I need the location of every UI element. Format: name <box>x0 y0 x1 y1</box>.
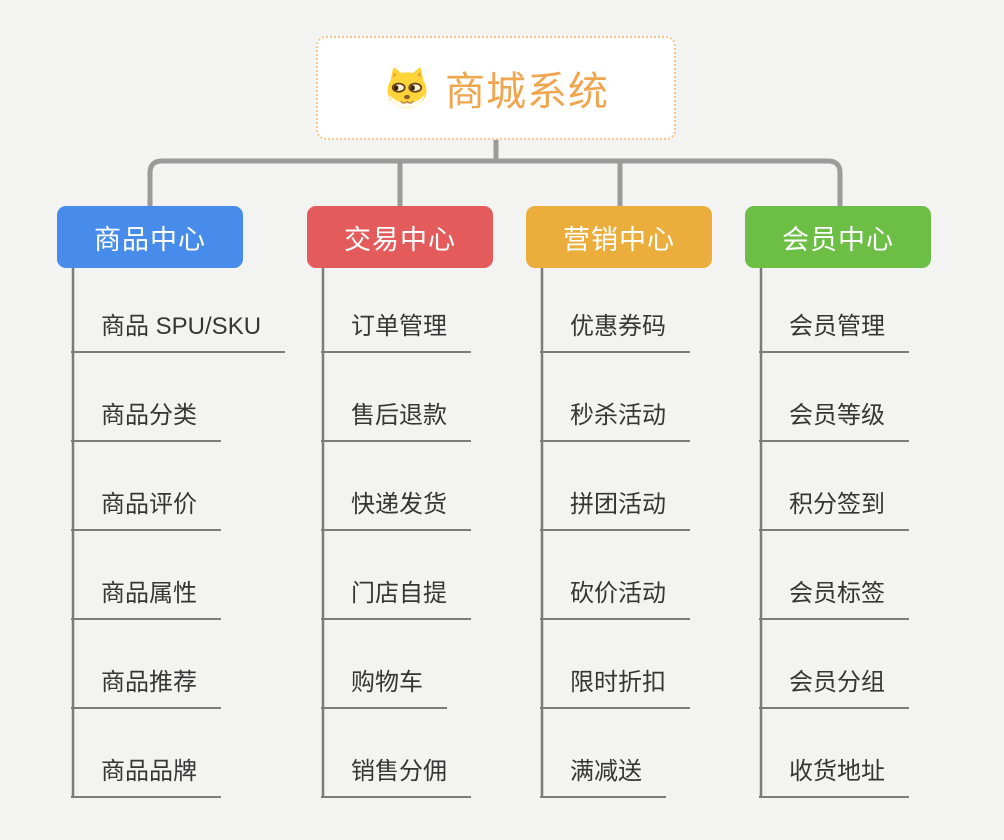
leaf-node[interactable]: 会员分组 <box>759 668 909 709</box>
leaf-node[interactable]: 销售分佣 <box>321 757 471 798</box>
leaf-node[interactable]: 商品分类 <box>71 401 221 442</box>
branch-column-member: 会员中心 会员管理 会员等级 积分签到 会员标签 会员分组 收货地址 <box>745 206 1004 798</box>
root-node[interactable]: 商城系统 <box>316 36 676 140</box>
branch-column-marketing: 营销中心 优惠券码 秒杀活动 拼团活动 砍价活动 限时折扣 满减送 <box>526 206 826 798</box>
leaf-node[interactable]: 限时折扣 <box>540 668 690 709</box>
branch-column-product: 商品中心 商品 SPU/SKU 商品分类 商品评价 商品属性 商品推荐 商品品牌 <box>57 206 357 798</box>
branch-node-trade-center[interactable]: 交易中心 <box>307 206 493 268</box>
leaf-node[interactable]: 会员等级 <box>759 401 909 442</box>
leaf-node[interactable]: 会员标签 <box>759 579 909 620</box>
dog-icon <box>387 67 427 109</box>
leaf-node[interactable]: 快递发货 <box>321 490 471 531</box>
leaf-node[interactable]: 购物车 <box>321 668 447 709</box>
branch-node-member-center[interactable]: 会员中心 <box>745 206 931 268</box>
leaf-node[interactable]: 售后退款 <box>321 401 471 442</box>
leaf-node[interactable]: 拼团活动 <box>540 490 690 531</box>
leaf-node[interactable]: 积分签到 <box>759 490 909 531</box>
leaf-node[interactable]: 订单管理 <box>321 312 471 353</box>
leaf-node[interactable]: 商品品牌 <box>71 757 221 798</box>
leaf-node[interactable]: 满减送 <box>540 757 666 798</box>
leaf-node[interactable]: 商品属性 <box>71 579 221 620</box>
leaf-node[interactable]: 商品推荐 <box>71 668 221 709</box>
branch-node-product-center[interactable]: 商品中心 <box>57 206 243 268</box>
branch-column-trade: 交易中心 订单管理 售后退款 快递发货 门店自提 购物车 销售分佣 <box>307 206 607 798</box>
leaf-node[interactable]: 优惠券码 <box>540 312 690 353</box>
root-title: 商城系统 <box>445 70 609 114</box>
branch-node-marketing-center[interactable]: 营销中心 <box>526 206 712 268</box>
leaf-node[interactable]: 会员管理 <box>759 312 909 353</box>
leaf-node[interactable]: 收货地址 <box>759 757 909 798</box>
leaf-node[interactable]: 砍价活动 <box>540 579 690 620</box>
leaf-node[interactable]: 商品 SPU/SKU <box>71 312 286 353</box>
leaf-node[interactable]: 秒杀活动 <box>540 401 690 442</box>
leaf-node[interactable]: 门店自提 <box>321 579 471 620</box>
leaf-node[interactable]: 商品评价 <box>71 490 221 531</box>
